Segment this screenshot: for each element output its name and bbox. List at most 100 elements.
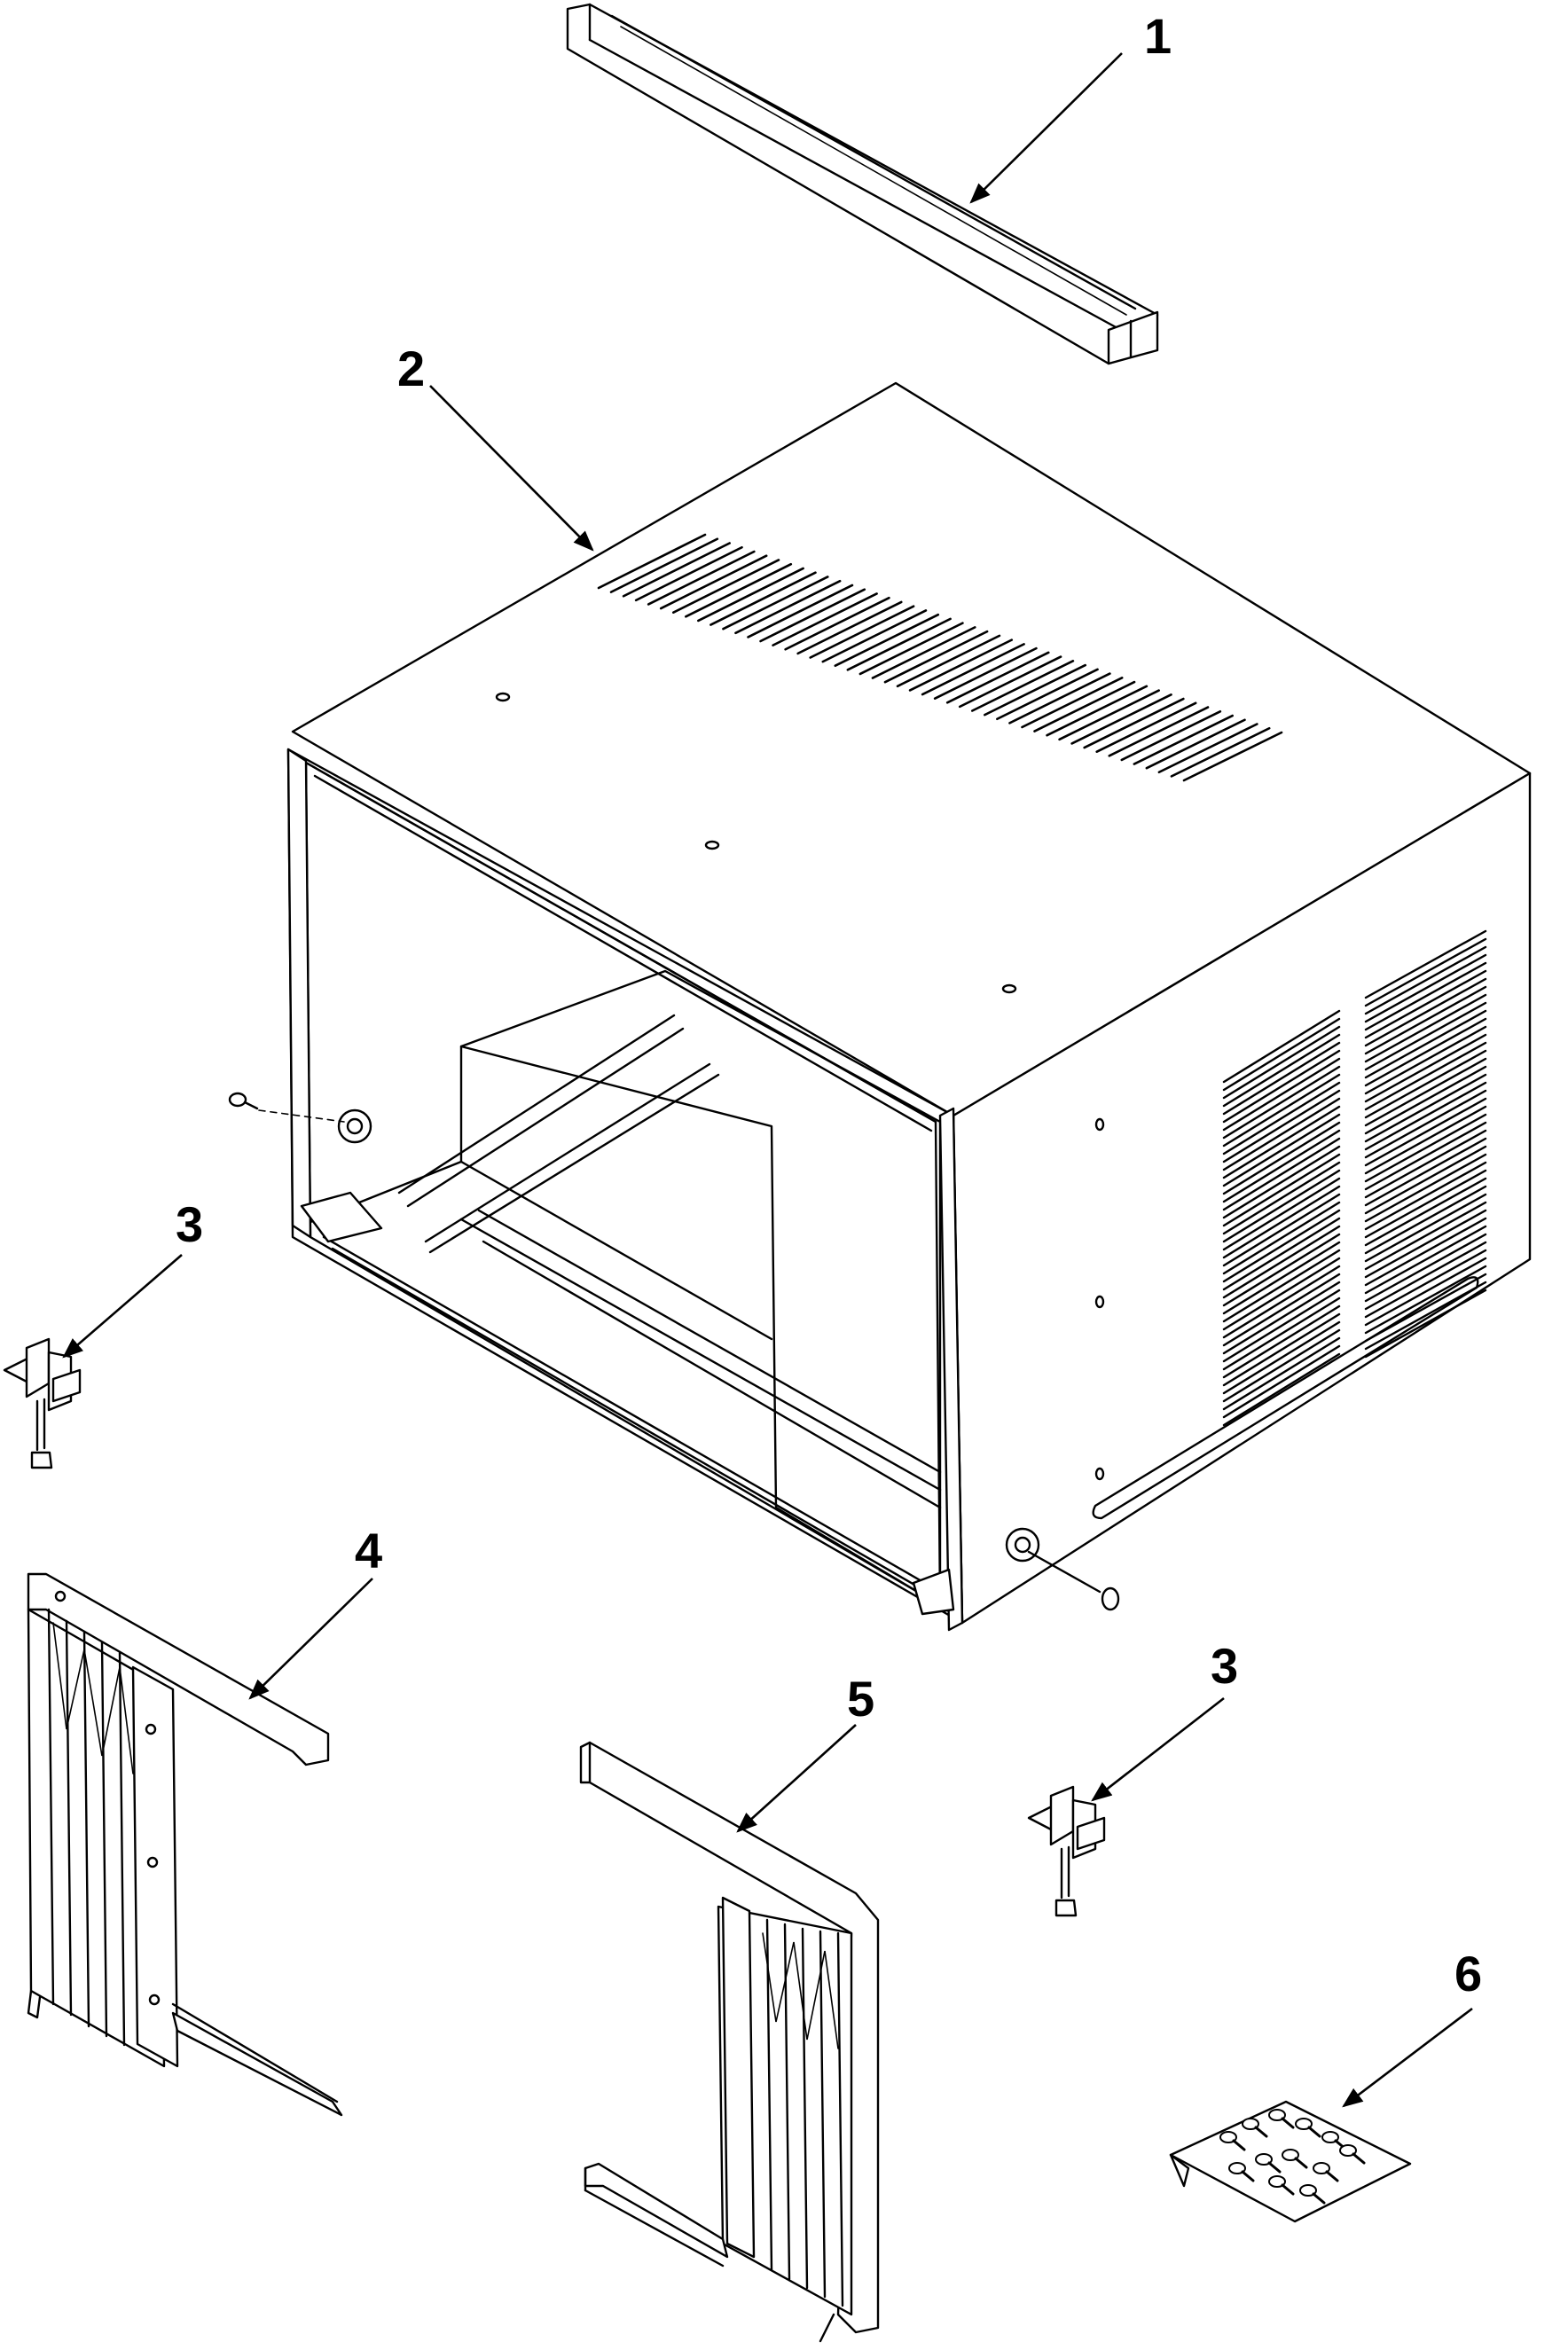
louver-slat [1222, 1129, 1341, 1203]
louver-slat [597, 533, 707, 590]
louver-slat [1222, 1065, 1341, 1140]
louver-slat [1033, 680, 1136, 732]
louver-slat [796, 600, 903, 655]
callout-2: 2 [397, 341, 425, 396]
louver-slat [1222, 1121, 1341, 1195]
louver-slat [1364, 969, 1487, 1039]
louver-slat [1095, 701, 1197, 753]
louver-slat [1222, 1177, 1341, 1251]
louver-slat [1294, 2157, 1308, 2169]
louver-slat [1070, 693, 1172, 745]
louver-slat [697, 567, 804, 623]
louver-slat [1222, 1209, 1341, 1283]
louver-slat [1222, 1328, 1341, 1403]
louver-slat [1222, 1145, 1341, 1219]
part-4-left-curtain-frame [27, 1572, 343, 2117]
louver-slat [1364, 1281, 1487, 1351]
louver-slat [1222, 1057, 1341, 1132]
louver-slat [945, 651, 1050, 704]
louver-slat [1364, 1177, 1487, 1247]
louver-slat [1222, 1017, 1341, 1092]
louver-slat [1352, 2152, 1366, 2165]
louver-slat [1133, 714, 1234, 765]
callout-4: 4 [355, 1523, 382, 1578]
hardware-fastener [1299, 2184, 1317, 2197]
louver-slat [1364, 1041, 1487, 1111]
hardware-fastener [1219, 2131, 1237, 2143]
callout-3-right: 3 [1211, 1638, 1238, 1694]
cabinet-side-louvers-right [1364, 929, 1487, 1359]
louver-slat [958, 655, 1062, 709]
louver-slat [647, 550, 756, 606]
louver-slat [1222, 1273, 1341, 1347]
hardware-fastener [1282, 2149, 1299, 2161]
louver-slat [1222, 1312, 1341, 1387]
louver-slat [846, 617, 952, 671]
louver-slat [1364, 1185, 1487, 1255]
hardware-fastener [1321, 2131, 1339, 2143]
louver-slat [1312, 2192, 1326, 2205]
louver-slat [1157, 723, 1258, 774]
louver-slat [684, 562, 793, 618]
louver-slat [1222, 1304, 1341, 1379]
louver-slat [1222, 1344, 1341, 1419]
louver-slat [1364, 1249, 1487, 1319]
louver-slat [1120, 709, 1222, 762]
leader-lines [62, 52, 1473, 2108]
louver-slat [1222, 1265, 1341, 1339]
louver-slat [734, 579, 842, 635]
cabinet-top-louvers [597, 533, 1283, 782]
louver-slat [759, 588, 866, 643]
callouts: 1 2 3 3 4 5 6 [176, 8, 1482, 2001]
callout-6: 6 [1454, 1946, 1482, 2001]
louver-slat [1364, 1257, 1487, 1327]
louver-slat [1364, 1225, 1487, 1295]
louver-slat [1222, 1296, 1341, 1371]
louver-slat [1222, 1049, 1341, 1124]
louver-slat [1222, 1081, 1341, 1155]
louver-slat [1364, 945, 1487, 1015]
louver-slat [1222, 1249, 1341, 1323]
louver-slat [784, 596, 890, 651]
louver-slat [1364, 1097, 1487, 1167]
louver-slat [1222, 1217, 1341, 1291]
louver-slat [1364, 993, 1487, 1063]
louver-slat [1364, 1273, 1487, 1343]
louver-slat [1364, 1265, 1487, 1335]
louver-slat [809, 605, 915, 659]
louver-slat [1364, 977, 1487, 1047]
louver-slat [1364, 1193, 1487, 1263]
louver-slat [1222, 1161, 1341, 1235]
louver-slat [1222, 1320, 1341, 1395]
louver-slat [1364, 1233, 1487, 1303]
louver-slat [1325, 2170, 1339, 2182]
cabinet-screw-right [1027, 1550, 1120, 1611]
part-2-cabinet [228, 381, 1532, 1632]
louver-slat [671, 559, 780, 615]
louver-slat [1222, 1105, 1341, 1179]
hardware-fastener [1268, 2175, 1286, 2188]
louver-slat [858, 622, 964, 676]
louver-slat [1222, 1097, 1341, 1171]
louver-slat [634, 545, 743, 602]
louver-slat [747, 584, 854, 638]
part-5-right-curtain-frame [579, 1741, 880, 2343]
louver-slat [772, 592, 878, 646]
part-6-hardware-kit [1169, 2100, 1412, 2223]
louver-slat [1364, 1009, 1487, 1079]
louver-slat [996, 668, 1099, 721]
louver-slat [1364, 1113, 1487, 1183]
louver-slat [1222, 1113, 1341, 1187]
louver-slat [1364, 1089, 1487, 1159]
louver-slat [722, 576, 829, 631]
louver-slat [1232, 2139, 1246, 2151]
louver-slat [1222, 1033, 1341, 1108]
hardware-fastener [1255, 2153, 1273, 2166]
hardware-kit-fasteners [1219, 2109, 1366, 2205]
louver-slat [1364, 1153, 1487, 1223]
louver-slat [1364, 1049, 1487, 1119]
louver-slat [1364, 1121, 1487, 1191]
louver-slat [921, 643, 1025, 696]
part-1-top-rail [566, 3, 1159, 365]
